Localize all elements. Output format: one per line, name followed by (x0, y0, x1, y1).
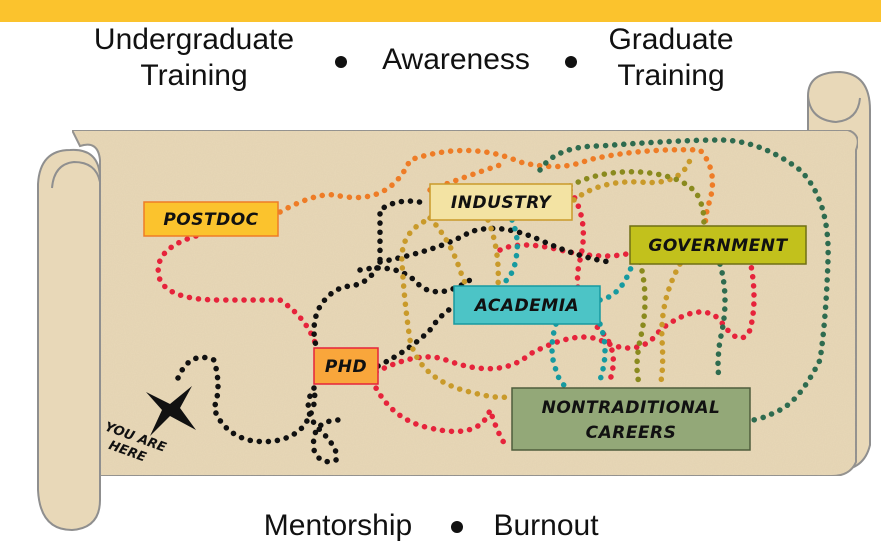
caption-undergraduate-training: Undergraduate Training (72, 22, 316, 94)
label-postdoc: POSTDOC (163, 210, 258, 230)
caption-awareness: Awareness (362, 42, 550, 78)
label-government: GOVERNMENT (648, 236, 788, 256)
path-orange (277, 146, 716, 243)
bullet-dot (565, 56, 577, 68)
path-red (373, 257, 757, 375)
box-phd: PHD (313, 347, 379, 385)
caption-line: Awareness (382, 43, 530, 76)
path-teal (549, 321, 577, 395)
caption-mentorship: Mentorship (248, 508, 428, 544)
label-nontraditional: NONTRADITIONAL (542, 398, 721, 418)
x-marker-icon (146, 386, 196, 436)
caption-line: Mentorship (263, 509, 413, 542)
bullet-dot (335, 56, 347, 68)
box-nontraditional-careers: NONTRADITIONAL CAREERS (511, 387, 751, 451)
box-government: GOVERNMENT (629, 225, 807, 265)
top-accent-bar (0, 0, 881, 22)
path-red (369, 377, 511, 451)
path-black (357, 265, 473, 295)
caption-line: Graduate (608, 23, 734, 56)
caption-line: Training (140, 59, 248, 92)
caption-line: Training (617, 59, 725, 92)
path-teal (597, 321, 608, 383)
caption-graduate-training: Graduate Training (590, 22, 752, 94)
path-gold (399, 215, 515, 401)
label-phd: PHD (325, 357, 367, 377)
box-postdoc: POSTDOC (143, 201, 279, 237)
path-green (537, 137, 831, 423)
path-gold (571, 157, 693, 203)
caption-burnout: Burnout (476, 508, 616, 544)
path-black (311, 198, 431, 355)
label-academia: ACADEMIA (473, 296, 579, 316)
path-green (715, 261, 728, 383)
caption-line: Undergraduate (93, 23, 295, 56)
label-industry: INDUSTRY (451, 193, 552, 213)
box-industry: INDUSTRY (429, 183, 573, 221)
caption-line: Burnout (493, 509, 599, 542)
label-careers: CAREERS (586, 423, 677, 443)
path-teal (497, 217, 521, 289)
path-olive (567, 169, 707, 235)
path-red (155, 233, 321, 355)
scroll-left-curl (37, 148, 101, 532)
path-black (175, 354, 318, 445)
bullet-dot (451, 521, 463, 533)
path-black (305, 385, 343, 465)
box-academia: ACADEMIA (453, 285, 601, 325)
